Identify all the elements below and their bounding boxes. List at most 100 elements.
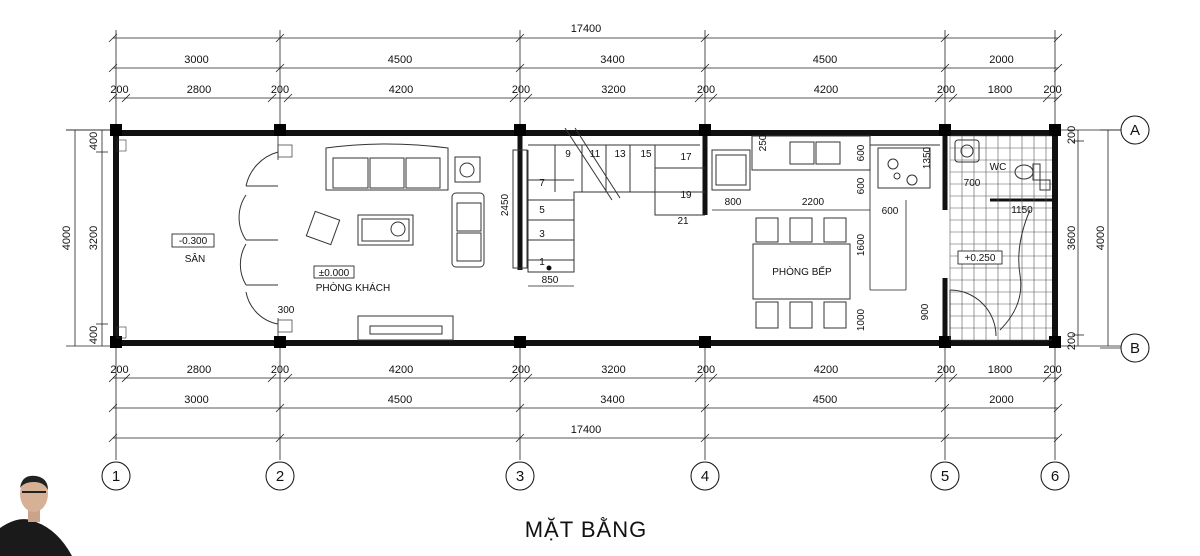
room-kitchen: PHÒNG BẾP 250 800 2200 600 600 600 1600 … [711,134,940,331]
fridge-icon [711,149,751,191]
left-mid-dim: 3200 [88,226,100,250]
plant-icon [459,162,475,178]
left-total-dim: 4000 [61,226,73,250]
stair-step-9: 9 [565,149,571,160]
top-detail-dim: 2800 [187,84,211,96]
bottom-bay-dim: 3400 [600,394,624,406]
washbasin-icon [954,139,980,163]
stair-step-17: 17 [680,152,692,163]
kitchen-label: PHÒNG BẾP [772,265,832,278]
column-square [1049,124,1061,136]
wc-label: WC [990,162,1007,173]
living-level: ±0.000 [319,268,350,279]
top-bay-dim: 4500 [813,54,837,66]
sofa-icon [325,143,449,191]
kitchen-dim-2200: 2200 [802,197,825,208]
column-square [699,124,711,136]
san-label: SÂN [185,252,206,265]
kitchen-dim-250: 250 [758,134,769,151]
column-square [699,336,711,348]
axis-bubble-5: 5 [941,468,949,485]
walls [113,130,1058,346]
right-dimensions: 200 3600 200 4000 A B [1058,115,1150,363]
kitchen-dim-1600: 1600 [856,233,867,256]
top-total-dim: 17400 [571,23,602,35]
left-top-dim: 400 [88,132,100,150]
stair-step-1: 1 [539,257,545,268]
top-detail-dim: 200 [1043,84,1061,96]
stool-icon [305,210,341,246]
bottom-detail-dim: 200 [512,364,530,376]
stair: 1 3 5 7 9 11 13 15 17 19 21 850 2450 [500,127,705,287]
right-bottom-dim: 200 [1066,332,1078,350]
kitchen-dim-800: 800 [725,197,742,208]
top-detail-dim: 4200 [389,84,413,96]
axis-bubble-1: 1 [112,468,120,485]
kitchen-dim-600c: 600 [882,206,899,217]
stair-step-11: 11 [590,149,601,160]
axis-bubble-b: B [1130,340,1140,357]
top-bay-dim: 3000 [184,54,208,66]
top-bay-dim: 3400 [600,54,624,66]
kitchen-dim-600b: 600 [856,177,867,194]
top-bay-dim: 2000 [989,54,1013,66]
bottom-detail-dim: 4200 [814,364,838,376]
stair-step-21: 21 [677,216,689,227]
stove-icon [877,147,931,189]
left-bottom-dim: 400 [88,326,100,344]
right-top-dim: 200 [1066,126,1078,144]
tv-cabinet-icon [357,315,454,341]
san-level: -0.300 [179,236,208,247]
drawing-title: MẶT BẰNG [525,517,648,542]
presenter-avatar [0,475,72,556]
stair-step-5: 5 [539,205,545,216]
stair-rail [512,149,528,269]
coffee-table-icon [357,214,414,246]
right-mid-dim: 3600 [1066,226,1078,250]
room-san: -0.300 SÂN [116,139,215,339]
column-square [110,336,122,348]
bottom-bay-dim: 4500 [813,394,837,406]
bottom-detail-dim: 4200 [389,364,413,376]
wc-dim-700: 700 [964,178,981,189]
column-square [274,336,286,348]
column-square [514,336,526,348]
structural-columns [110,124,1061,348]
kitchen-dim-1000: 1000 [856,308,867,331]
axis-bubble-2: 2 [276,468,284,485]
bottom-bay-dim: 3000 [184,394,208,406]
axis-bubble-4: 4 [701,468,709,485]
axis-bubbles: 1 2 3 4 5 6 [101,461,1070,491]
column-square [110,124,122,136]
kitchen-dim-1350: 1350 [922,146,933,169]
dining-table-icon [752,243,851,300]
stair-step-15: 15 [640,149,652,160]
column-square [514,124,526,136]
living-label: PHÒNG KHÁCH [316,281,390,294]
bottom-detail-dim: 3200 [601,364,625,376]
stair-step-19: 19 [680,190,692,201]
axis-bubble-3: 3 [516,468,524,485]
bottom-detail-dim: 200 [937,364,955,376]
column-square [1049,336,1061,348]
sink-icon [789,141,815,165]
top-detail-dim: 200 [110,84,128,96]
column-square [939,336,951,348]
kitchen-counter [751,135,871,171]
wc-dim-1150: 1150 [1011,205,1033,216]
bottom-bay-dim: 2000 [989,394,1013,406]
left-dimensions: 4000 400 3200 400 [61,129,120,347]
stair-step-13: 13 [614,149,626,160]
stair-step-3: 3 [539,229,545,240]
room-wc: WC 700 1150 +0.250 [949,135,1052,341]
bottom-detail-dim: 2800 [187,364,211,376]
axis-bubble-6: 6 [1051,468,1059,485]
top-bay-dim: 4500 [388,54,412,66]
top-detail-dim: 1800 [988,84,1012,96]
top-dimensions: 17400 3000 4500 3400 4500 2000 200 2800 200 420… [108,23,1063,103]
top-detail-dim: 200 [937,84,955,96]
stair-width-dim: 850 [542,275,559,286]
top-detail-dim: 3200 [601,84,625,96]
